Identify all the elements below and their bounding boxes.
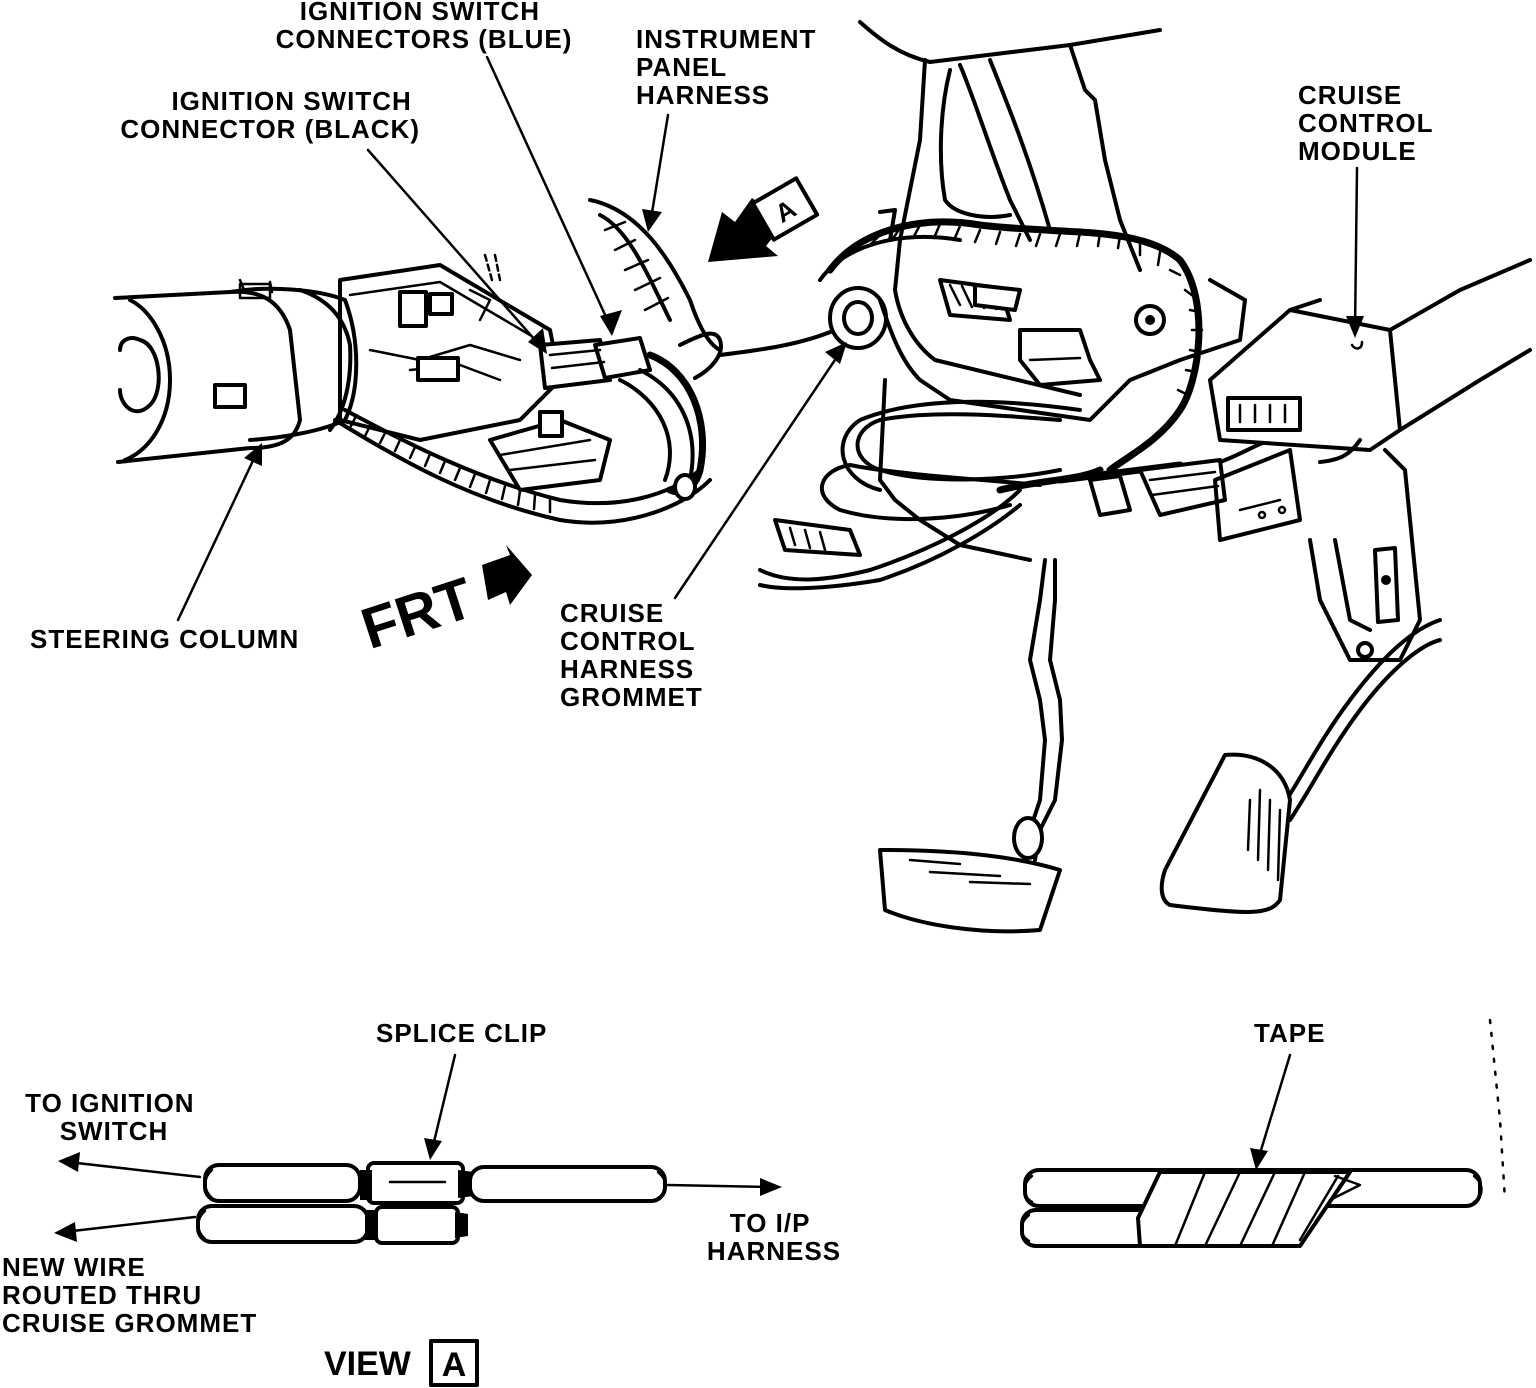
leader-lines (176, 55, 1364, 622)
view-a-pointer: A (708, 176, 820, 262)
ignition-switch-connectors-blue-label: IGNITION SWITCH CONNECTORS (BLUE) (276, 0, 573, 54)
front-indicator: FRT (354, 545, 532, 662)
new-wire-routed-label: NEW WIRE ROUTED THRU CRUISE GROMMET (2, 1252, 257, 1338)
to-ip-harness-label: TO I/P HARNESS (707, 1208, 841, 1266)
cruise-control-harness-grommet-label: CRUISE CONTROL HARNESS GROMMET (560, 598, 703, 712)
pedal-assembly-drawing (758, 20, 1532, 934)
view-label: VIEW (324, 1345, 412, 1383)
splice-clip-label: SPLICE CLIP (376, 1018, 547, 1048)
instrument-panel-harness-label: INSTRUMENT PANEL HARNESS (636, 24, 825, 110)
harness-wire (718, 286, 888, 357)
steering-column-drawing (113, 198, 723, 525)
view-letter: A (442, 1346, 467, 1384)
tape-label: TAPE (1254, 1018, 1325, 1048)
ignition-switch-connector-black-label: IGNITION SWITCH CONNECTOR (BLACK) (120, 86, 420, 144)
view-a-title: VIEW A (324, 1339, 479, 1387)
tape-detail (1020, 1018, 1507, 1248)
to-ignition-switch-label: TO IGNITION SWITCH (25, 1088, 203, 1146)
frt-label: FRT (354, 565, 481, 662)
cruise-control-module-label: CRUISE CONTROL MODULE (1298, 80, 1441, 166)
steering-column-label: STEERING COLUMN (30, 624, 299, 654)
splice-detail (54, 1053, 782, 1245)
